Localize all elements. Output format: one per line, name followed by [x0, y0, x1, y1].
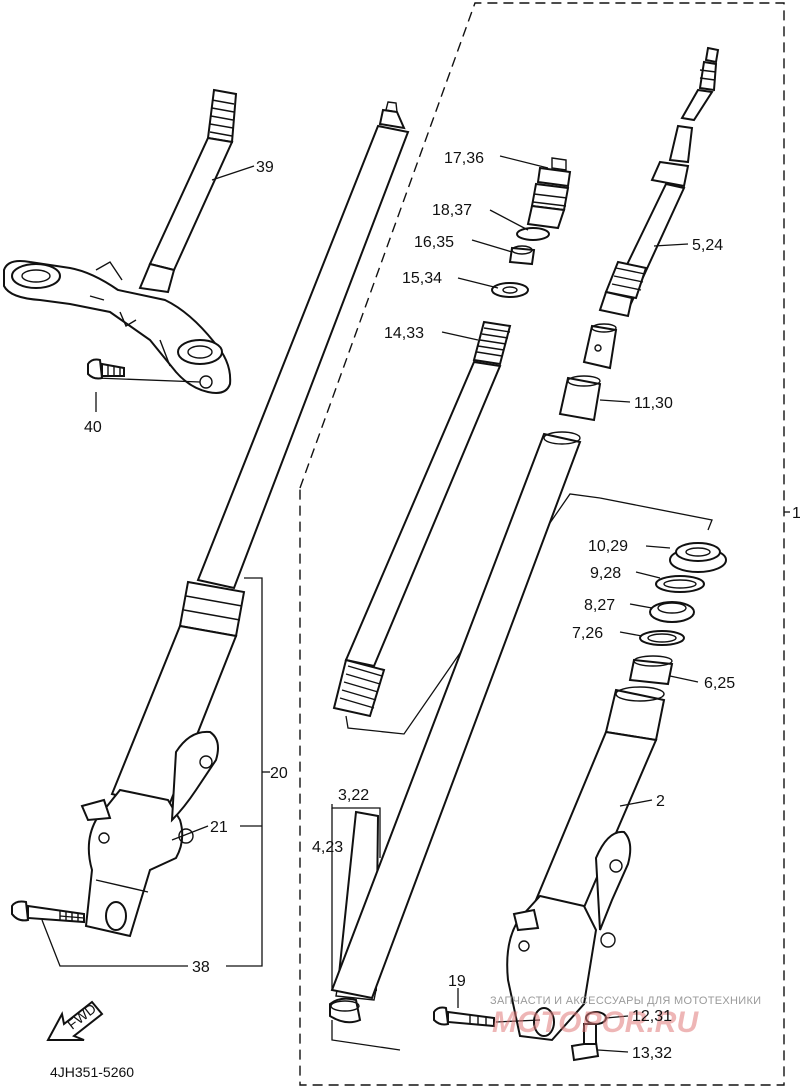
assembly-outline: [299, 2, 785, 1086]
drawing-code: 4JH351-5260: [50, 1064, 134, 1080]
label-7-26: 7,26: [572, 625, 603, 642]
label-14-33: 14,33: [384, 325, 424, 342]
bolt-13-32: [570, 1023, 600, 1062]
spring-seat-14-33: [472, 320, 512, 366]
oil-seal-8-27: [649, 601, 695, 623]
label-11-30: 11,30: [634, 395, 673, 412]
label-12-31: 12,31: [632, 1008, 672, 1025]
label-13-32: 13,32: [632, 1045, 672, 1062]
label-3-22: 3,22: [338, 787, 369, 804]
label-21: 21: [210, 819, 228, 836]
under-bracket: [3, 260, 232, 394]
leader-lines: [41, 155, 790, 1053]
label-16-35: 16,35: [414, 234, 454, 251]
label-2: 2: [656, 793, 665, 810]
fork-inner-tube-left: [196, 101, 410, 590]
label-15-34: 15,34: [402, 270, 442, 287]
watermark-text: ЗАПЧАСТИ И АКСЕССУАРЫ ДЛЯ МОТОТЕХНИКИ: [490, 995, 761, 1007]
fork-outer-tube-left: [80, 580, 246, 938]
bolt-40: [87, 358, 125, 380]
outer-tube-right: [506, 686, 666, 1042]
label-40: 40: [84, 419, 102, 436]
bushing-6-25: [628, 655, 674, 686]
dust-seal-10-29: [669, 542, 727, 573]
washer-7-26: [639, 630, 685, 646]
bushing-11-30: [558, 375, 602, 422]
washer-15-34: [491, 282, 529, 298]
fork-spring: [332, 360, 502, 718]
label-4-23: 4,23: [312, 839, 343, 856]
label-19: 19: [448, 973, 466, 990]
label-18-37: 18,37: [432, 202, 472, 219]
label-6-25: 6,25: [704, 675, 735, 692]
steering-stem: [138, 88, 238, 294]
label-17-36: 17,36: [444, 150, 484, 167]
damper-piston-5-24: [598, 46, 720, 318]
label-1: 1: [792, 505, 800, 522]
label-5-24: 5,24: [692, 237, 723, 254]
label-9-28: 9,28: [590, 565, 621, 582]
spring-bracket-line: [345, 493, 601, 735]
piston-ring-part: [582, 323, 618, 370]
inner-tube-right: [330, 431, 582, 1000]
label-8-27: 8,27: [584, 597, 615, 614]
label-20: 20: [270, 765, 288, 782]
label-38: 38: [192, 959, 210, 976]
label-39: 39: [256, 159, 274, 176]
nut-16-35: [508, 245, 536, 266]
bolt-38: [11, 900, 85, 924]
bolt-19: [433, 1006, 495, 1028]
watermark-logo: MOTOPOR.RU: [492, 1006, 699, 1039]
cap-bolt-17-36: [526, 157, 572, 230]
clip-9-28: [655, 575, 705, 593]
seal-bracket-line: [599, 497, 713, 531]
forward-arrow-icon: FWD: [46, 1000, 104, 1041]
o-ring-18-37: [516, 227, 550, 241]
label-10-29: 10,29: [588, 538, 628, 555]
